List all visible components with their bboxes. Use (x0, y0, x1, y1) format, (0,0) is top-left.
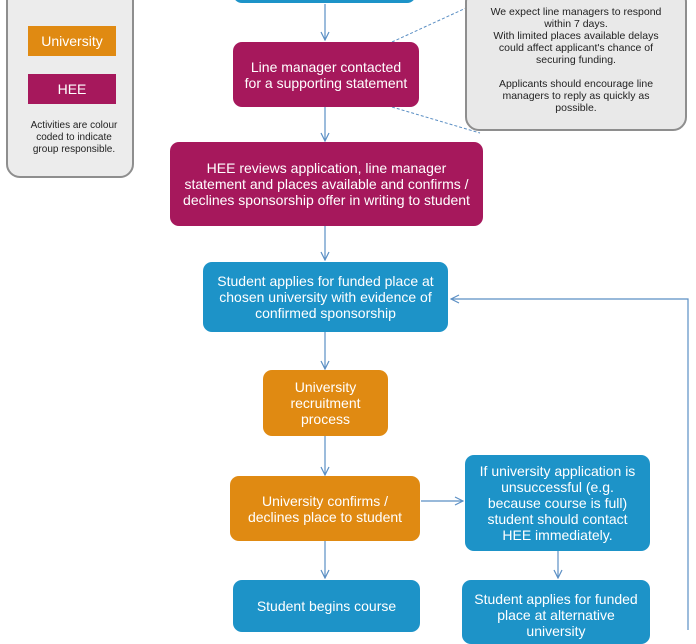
legend-note: Activities are colour coded to indicate … (30, 120, 118, 155)
flow-connectors (0, 4, 689, 630)
legend-panel: University HEE Activities are colour cod… (6, 0, 134, 178)
university-recruitment-box: University recruitment process (263, 370, 388, 436)
unsuccessful-application-box: If university application is unsuccessfu… (465, 455, 650, 551)
student-step-top-cutoff (233, 0, 416, 3)
legend-swatch-university: University (28, 26, 116, 56)
connector-alternative-loop-back (451, 299, 689, 630)
student-begins-course-box: Student begins course (233, 580, 420, 632)
student-applies-box: Student applies for funded place at chos… (203, 262, 448, 332)
line-manager-note-callout: We expect line managers to respond withi… (465, 0, 687, 131)
hee-reviews-box: HEE reviews application, line manager st… (170, 142, 483, 226)
legend-swatch-hee: HEE (28, 74, 116, 104)
callout-paragraph-1: We expect line managers to respond withi… (490, 6, 662, 66)
callout-leader-upper (391, 7, 467, 43)
alternative-university-box: Student applies for funded place at alte… (462, 580, 650, 644)
callout-leader-lower (391, 106, 481, 134)
line-manager-contacted-box: Line manager contacted for a supporting … (233, 42, 419, 107)
university-confirms-box: University confirms / declines place to … (230, 476, 420, 541)
callout-paragraph-2: Applicants should encourage line manager… (498, 78, 654, 114)
